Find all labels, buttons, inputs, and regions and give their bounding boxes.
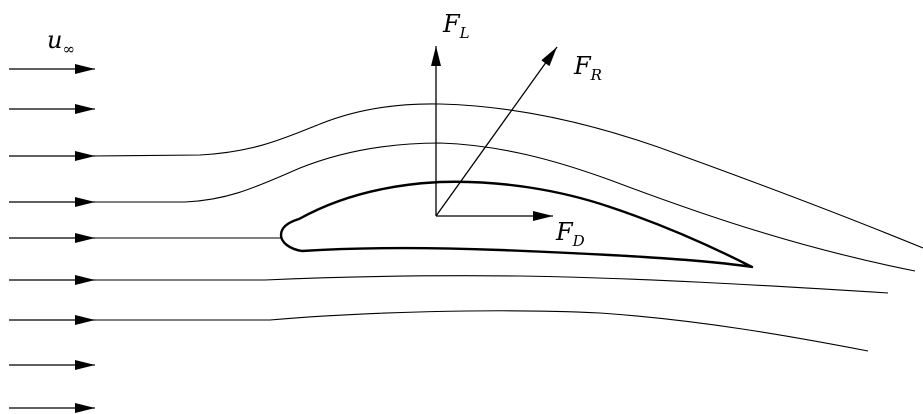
free-stream-arrows bbox=[9, 64, 95, 413]
streamlines bbox=[89, 103, 923, 352]
resultant-force-arrow bbox=[435, 46, 558, 217]
streamline bbox=[90, 310, 869, 352]
airfoil-outline bbox=[279, 180, 754, 269]
streamline bbox=[89, 103, 923, 249]
streamline bbox=[90, 275, 889, 294]
force-vectors bbox=[431, 46, 558, 221]
lift-force-label: FL bbox=[442, 10, 470, 42]
drag-force-label: FD bbox=[555, 218, 585, 250]
free-stream-velocity-label: u∞ bbox=[47, 26, 75, 58]
streamline bbox=[90, 142, 916, 272]
resultant-force-label: FR bbox=[573, 52, 602, 84]
